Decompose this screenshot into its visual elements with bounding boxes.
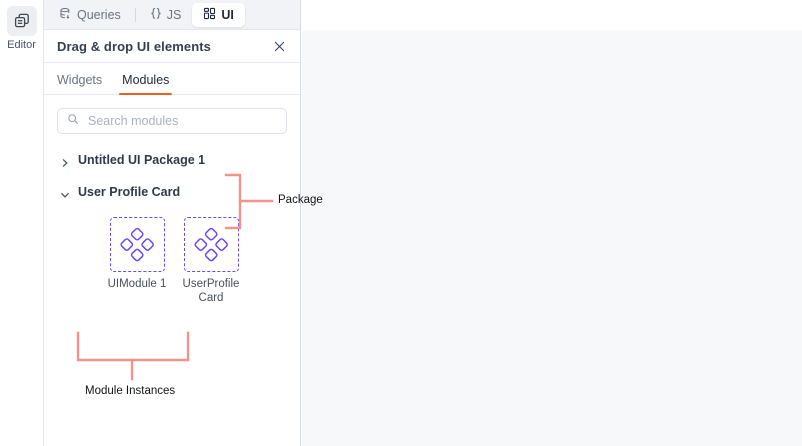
chevron-down-icon[interactable] <box>60 187 70 198</box>
tab-queries-label: Queries <box>77 7 121 22</box>
panel-title: Drag & drop UI elements <box>57 38 211 54</box>
search-icon <box>67 112 79 130</box>
search-input[interactable] <box>86 113 277 129</box>
braces-icon <box>150 7 162 23</box>
module-instance-grid: UIModule 1 UserProfileCard <box>44 208 300 305</box>
tab-divider <box>134 7 136 22</box>
tree-row-untitled-ui-package-1[interactable]: Untitled UI Package 1 <box>44 144 300 176</box>
module-item-userprofilecard[interactable]: UserProfileCard <box>180 217 242 305</box>
tab-js[interactable]: JS <box>139 3 193 27</box>
subtab-modules-label: Modules <box>122 73 170 87</box>
canvas-surface[interactable] <box>302 30 802 446</box>
chevron-right-icon[interactable] <box>60 155 70 167</box>
tree-row-user-profile-card[interactable]: User Profile Card <box>44 176 300 208</box>
search-section <box>44 95 300 134</box>
database-query-icon <box>59 7 72 23</box>
editor-tabstrip: Queries JS <box>44 0 300 30</box>
tab-ui-label: UI <box>221 7 234 22</box>
module-item-label: UIModule 1 <box>107 278 167 290</box>
tab-ui[interactable]: UI <box>192 2 245 27</box>
ui-panel: Queries JS <box>44 0 301 446</box>
module-diamonds-icon <box>183 217 239 272</box>
panel-subtabs: Widgets Modules <box>44 63 300 95</box>
module-diamonds-icon <box>109 217 165 272</box>
search-box[interactable] <box>57 108 287 134</box>
tab-queries[interactable]: Queries <box>48 3 132 27</box>
close-icon[interactable] <box>270 37 288 55</box>
tree-row-label: User Profile Card <box>78 185 181 199</box>
canvas-area[interactable] <box>302 0 802 446</box>
subtab-modules[interactable]: Modules <box>119 73 173 95</box>
rail-item-label: Editor <box>7 39 36 51</box>
module-item-label: UserProfileCard <box>182 278 240 304</box>
ui-grid-icon <box>203 7 216 23</box>
tab-js-label: JS <box>166 7 182 22</box>
module-item-uimodule-1[interactable]: UIModule 1 <box>106 217 168 305</box>
rail-item-editor[interactable]: Editor <box>2 6 42 52</box>
subtab-widgets[interactable]: Widgets <box>57 73 102 94</box>
tree-row-label: Untitled UI Package 1 <box>78 153 206 167</box>
subtab-widgets-label: Widgets <box>57 73 103 87</box>
editor-pages-icon <box>6 6 37 36</box>
modules-tree: Untitled UI Package 1 User Profile Card <box>44 134 300 305</box>
panel-header: Drag & drop UI elements <box>44 30 300 63</box>
left-icon-rail: Editor <box>0 0 44 446</box>
